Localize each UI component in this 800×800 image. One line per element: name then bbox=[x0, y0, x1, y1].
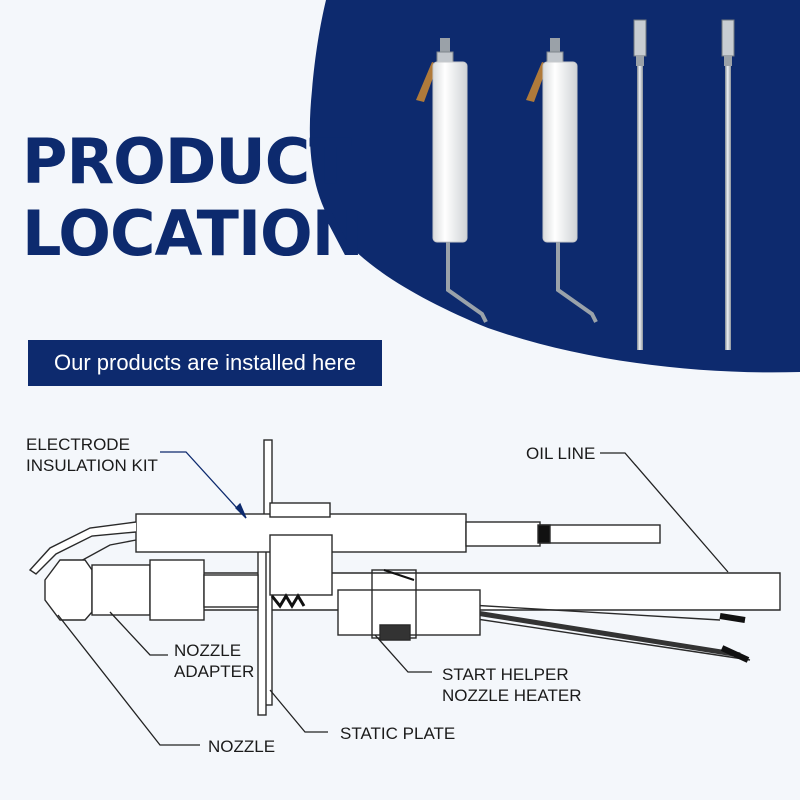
label-nozzle: NOZZLE bbox=[208, 737, 276, 756]
label-static-plate: STATIC PLATE bbox=[340, 724, 456, 743]
label-start-helper-line-1: START HELPER bbox=[442, 665, 569, 684]
page-title: PRODUCT LOCATION bbox=[22, 125, 364, 270]
label-nozzle-adapter-line-2: ADAPTER bbox=[174, 662, 255, 681]
electrode-icon bbox=[526, 38, 598, 323]
leader-lines bbox=[57, 451, 729, 746]
ignition-rod-icon bbox=[633, 19, 647, 350]
title-line-1: PRODUCT bbox=[22, 125, 351, 198]
label-nozzle-adapter-line-1: NOZZLE bbox=[174, 641, 242, 660]
ignition-rod-icon bbox=[721, 19, 735, 350]
label-electrode-insulation-kit: ELECTRODE INSULATION KIT bbox=[26, 434, 158, 476]
label-start-helper-line-2: NOZZLE HEATER bbox=[442, 686, 582, 705]
label-oil-line: OIL LINE bbox=[526, 444, 596, 463]
label-electrode-line-2: INSULATION KIT bbox=[26, 456, 158, 475]
install-banner: Our products are installed here bbox=[28, 340, 382, 386]
burner-assembly-diagram bbox=[28, 439, 781, 716]
electrode-icon bbox=[416, 38, 488, 323]
nozzle-shape bbox=[44, 559, 93, 621]
title-line-2: LOCATION bbox=[22, 197, 364, 270]
label-electrode-line-1: ELECTRODE bbox=[26, 435, 130, 454]
label-start-helper-nozzle-heater: START HELPER NOZZLE HEATER bbox=[442, 664, 581, 706]
label-nozzle-adapter: NOZZLE ADAPTER bbox=[174, 640, 254, 682]
